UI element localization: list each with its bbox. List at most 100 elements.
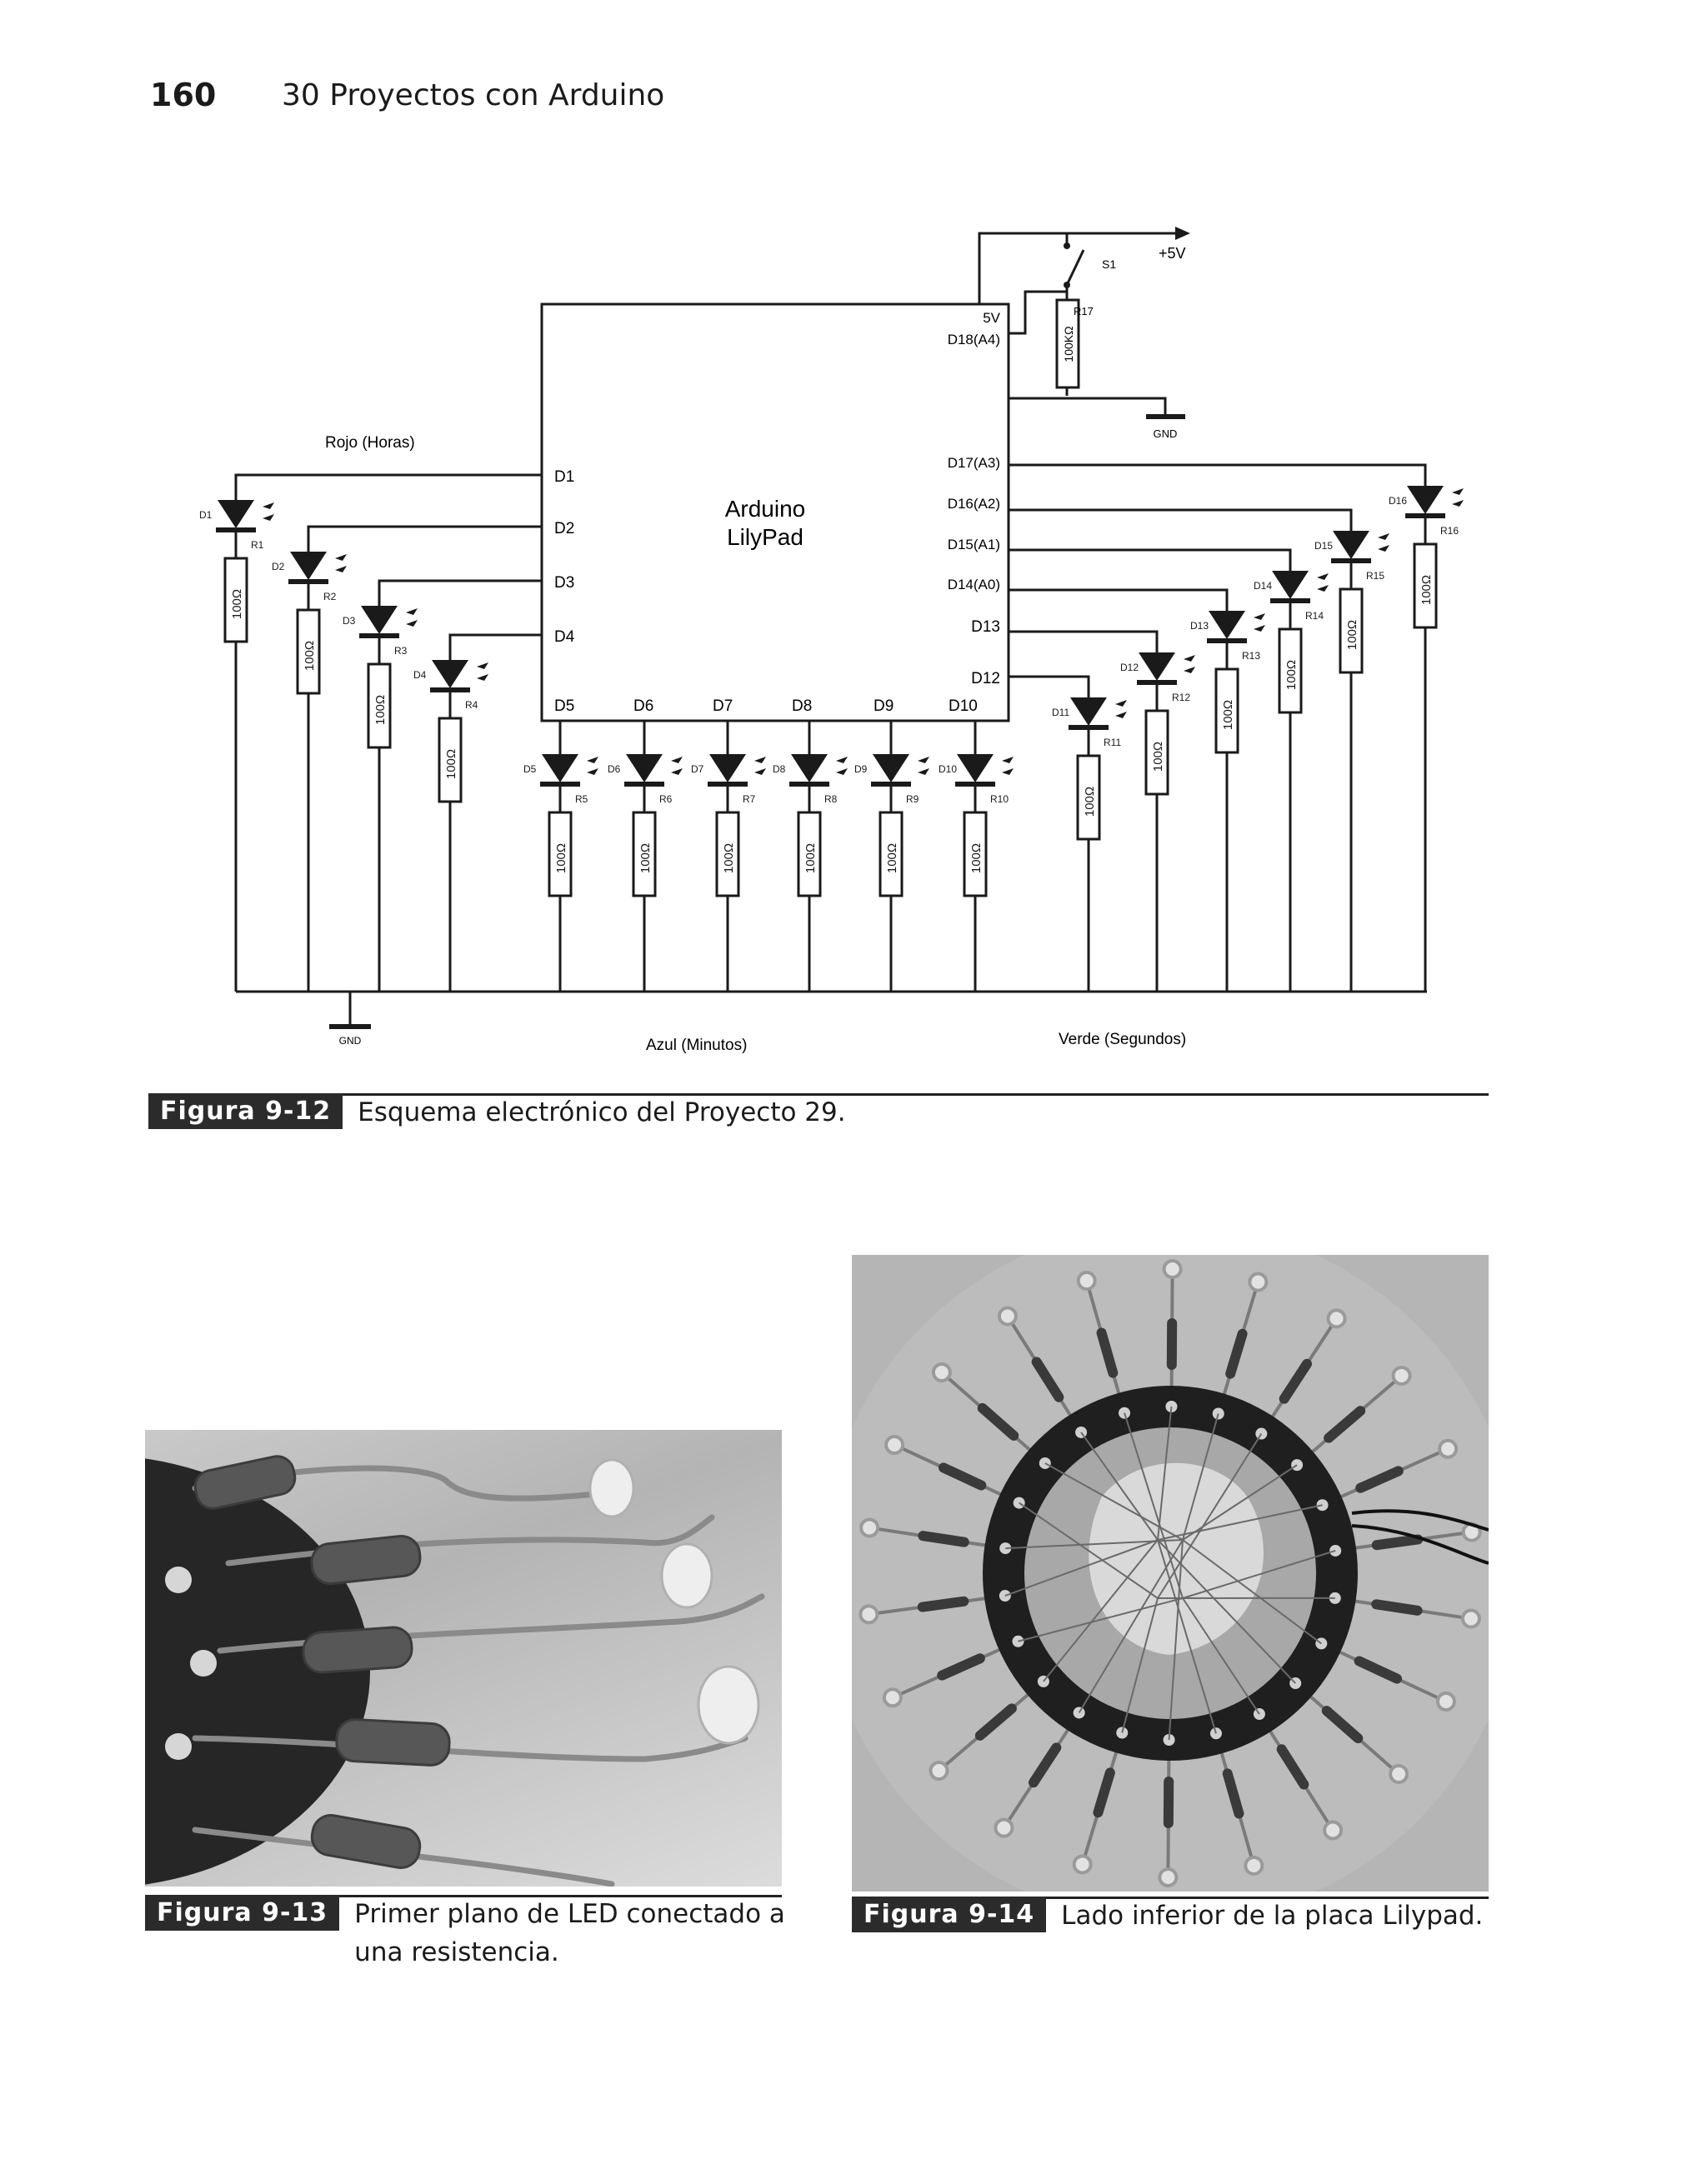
led-bulb-4 bbox=[1323, 1820, 1344, 1841]
resistor-r2-value: 100Ω bbox=[303, 641, 317, 671]
resistor-r16-label: R16 bbox=[1440, 525, 1459, 537]
led-12-light-icon bbox=[1184, 655, 1195, 673]
resistor-r9 bbox=[879, 811, 904, 897]
led-6-label: D6 bbox=[608, 763, 621, 775]
resistor-r9-value: 100Ω bbox=[885, 843, 899, 873]
board-pad-6 bbox=[1163, 1733, 1175, 1746]
supply-label: +5V bbox=[1159, 245, 1186, 262]
led-8-label: D8 bbox=[773, 763, 786, 775]
resistor-body-2 bbox=[1354, 1656, 1402, 1684]
led-14-icon bbox=[1272, 571, 1309, 599]
pin-label-d13: D13 bbox=[971, 618, 1000, 636]
inner-wire-17 bbox=[1157, 1406, 1173, 1541]
resistor-r10-label: R10 bbox=[990, 793, 1009, 805]
board-name-line2: LilyPad bbox=[727, 524, 803, 550]
wire-d3 bbox=[378, 579, 542, 606]
led-bulb-15 bbox=[997, 1306, 1018, 1327]
resistor-body-20 bbox=[1324, 1406, 1366, 1443]
resistor-body-15 bbox=[1031, 1357, 1064, 1402]
led-16-light-icon bbox=[1452, 488, 1464, 507]
resistor-body-5 bbox=[1222, 1768, 1244, 1819]
resistor-body-21 bbox=[1355, 1466, 1404, 1493]
switch-label: S1 bbox=[1102, 257, 1116, 271]
led-3-icon bbox=[361, 606, 398, 634]
led-11-icon bbox=[1070, 697, 1107, 726]
pin-label-d6: D6 bbox=[633, 697, 653, 715]
page-number: 160 bbox=[150, 77, 217, 113]
board-pad-17 bbox=[1165, 1401, 1178, 1413]
resistor-r2 bbox=[296, 608, 321, 695]
led-6-light-icon bbox=[671, 757, 683, 775]
led-bulb-21 bbox=[1438, 1438, 1459, 1459]
led-10-icon bbox=[957, 754, 994, 782]
gnd-label-bottom: GND bbox=[339, 1035, 362, 1047]
pullup-ref-label: R17 bbox=[1074, 305, 1094, 317]
wire-d16 bbox=[1009, 463, 1427, 486]
caption-rule-9-14 bbox=[852, 1897, 1489, 1899]
group-label-red: Rojo (Horas) bbox=[325, 434, 415, 452]
resistor-r4-label: R4 bbox=[465, 699, 478, 711]
wire-d11 bbox=[1009, 675, 1090, 697]
resistor-r15-value: 100Ω bbox=[1345, 620, 1359, 650]
figure-label-9-12: Figura 9-12 bbox=[148, 1093, 343, 1129]
pullup-value-label: 100KΩ bbox=[1062, 326, 1075, 362]
pin-label-d4: D4 bbox=[554, 628, 575, 646]
figure-caption-9-13: Figura 9-13 Primer plano de LED conectad… bbox=[145, 1895, 803, 1972]
led-2-light-icon bbox=[335, 554, 347, 572]
board-pad-13 bbox=[1013, 1497, 1025, 1509]
inner-wire-21 bbox=[1157, 1504, 1323, 1541]
pin-label-d7: D7 bbox=[713, 697, 733, 715]
led-11-light-icon bbox=[1115, 700, 1127, 718]
led-12-label: D12 bbox=[1120, 662, 1139, 673]
led-2-icon bbox=[290, 552, 327, 580]
inner-wire-13 bbox=[1019, 1502, 1159, 1599]
led-14-light-icon bbox=[1317, 573, 1329, 592]
led-5-label: D5 bbox=[523, 763, 537, 775]
resistor-r1 bbox=[223, 557, 248, 643]
pin-label-d5: D5 bbox=[554, 697, 574, 715]
arduino-board-outline bbox=[540, 302, 1010, 722]
led-bulb-7 bbox=[1072, 1854, 1093, 1875]
inner-wire-11 bbox=[1004, 1539, 1159, 1597]
led-16-icon bbox=[1407, 486, 1444, 514]
board-pad-4 bbox=[1253, 1708, 1265, 1721]
resistor-r11 bbox=[1076, 754, 1101, 841]
led-9-light-icon bbox=[918, 757, 929, 775]
resistor-r7-value: 100Ω bbox=[722, 843, 736, 873]
inner-wire-7 bbox=[1121, 1597, 1159, 1733]
led-9-icon bbox=[873, 754, 909, 782]
led-15-light-icon bbox=[1378, 533, 1389, 552]
pin-label-d10: D10 bbox=[949, 697, 978, 715]
led-bulb-13 bbox=[884, 1434, 905, 1455]
led-12-icon bbox=[1139, 652, 1175, 681]
resistor-r1-label: R1 bbox=[251, 539, 264, 551]
resistor-body-7 bbox=[1093, 1767, 1115, 1818]
resistor-body-22 bbox=[1371, 1534, 1424, 1551]
led-15-label: D15 bbox=[1314, 540, 1333, 552]
caption-rule-9-13 bbox=[145, 1895, 782, 1897]
wire-d12 bbox=[1009, 630, 1159, 652]
led-3-label: D3 bbox=[343, 615, 356, 627]
resistor-r10-value: 100Ω bbox=[969, 843, 984, 873]
led-11-label: D11 bbox=[1052, 707, 1069, 718]
led-6-icon bbox=[626, 754, 663, 782]
led-10-light-icon bbox=[1002, 757, 1014, 775]
inner-wire-12 bbox=[1005, 1539, 1184, 1550]
resistor-body-13 bbox=[939, 1462, 987, 1491]
led-bulb-18 bbox=[1248, 1272, 1269, 1292]
inner-wire-22 bbox=[1182, 1550, 1336, 1599]
figure-label-9-14: Figura 9-14 bbox=[852, 1897, 1047, 1932]
resistor-r5 bbox=[548, 811, 573, 897]
inner-wire-20 bbox=[1182, 1464, 1298, 1541]
figure-caption-9-12: Figura 9-12 Esquema electrónico del Proy… bbox=[148, 1093, 846, 1132]
led-5-light-icon bbox=[587, 757, 598, 775]
led-bulb-16 bbox=[1076, 1271, 1097, 1292]
pin-label-d16: D16(A2) bbox=[948, 496, 1000, 512]
board-pad-15 bbox=[1075, 1426, 1088, 1438]
board-pad-18 bbox=[1212, 1407, 1224, 1420]
resistor-body-3 bbox=[1321, 1706, 1364, 1744]
resistor-body-18 bbox=[1225, 1328, 1248, 1379]
photo-led-resistor-closeup bbox=[145, 1430, 782, 1887]
pin-label-d1: D1 bbox=[554, 468, 574, 486]
led-bulb-19 bbox=[1326, 1308, 1347, 1329]
